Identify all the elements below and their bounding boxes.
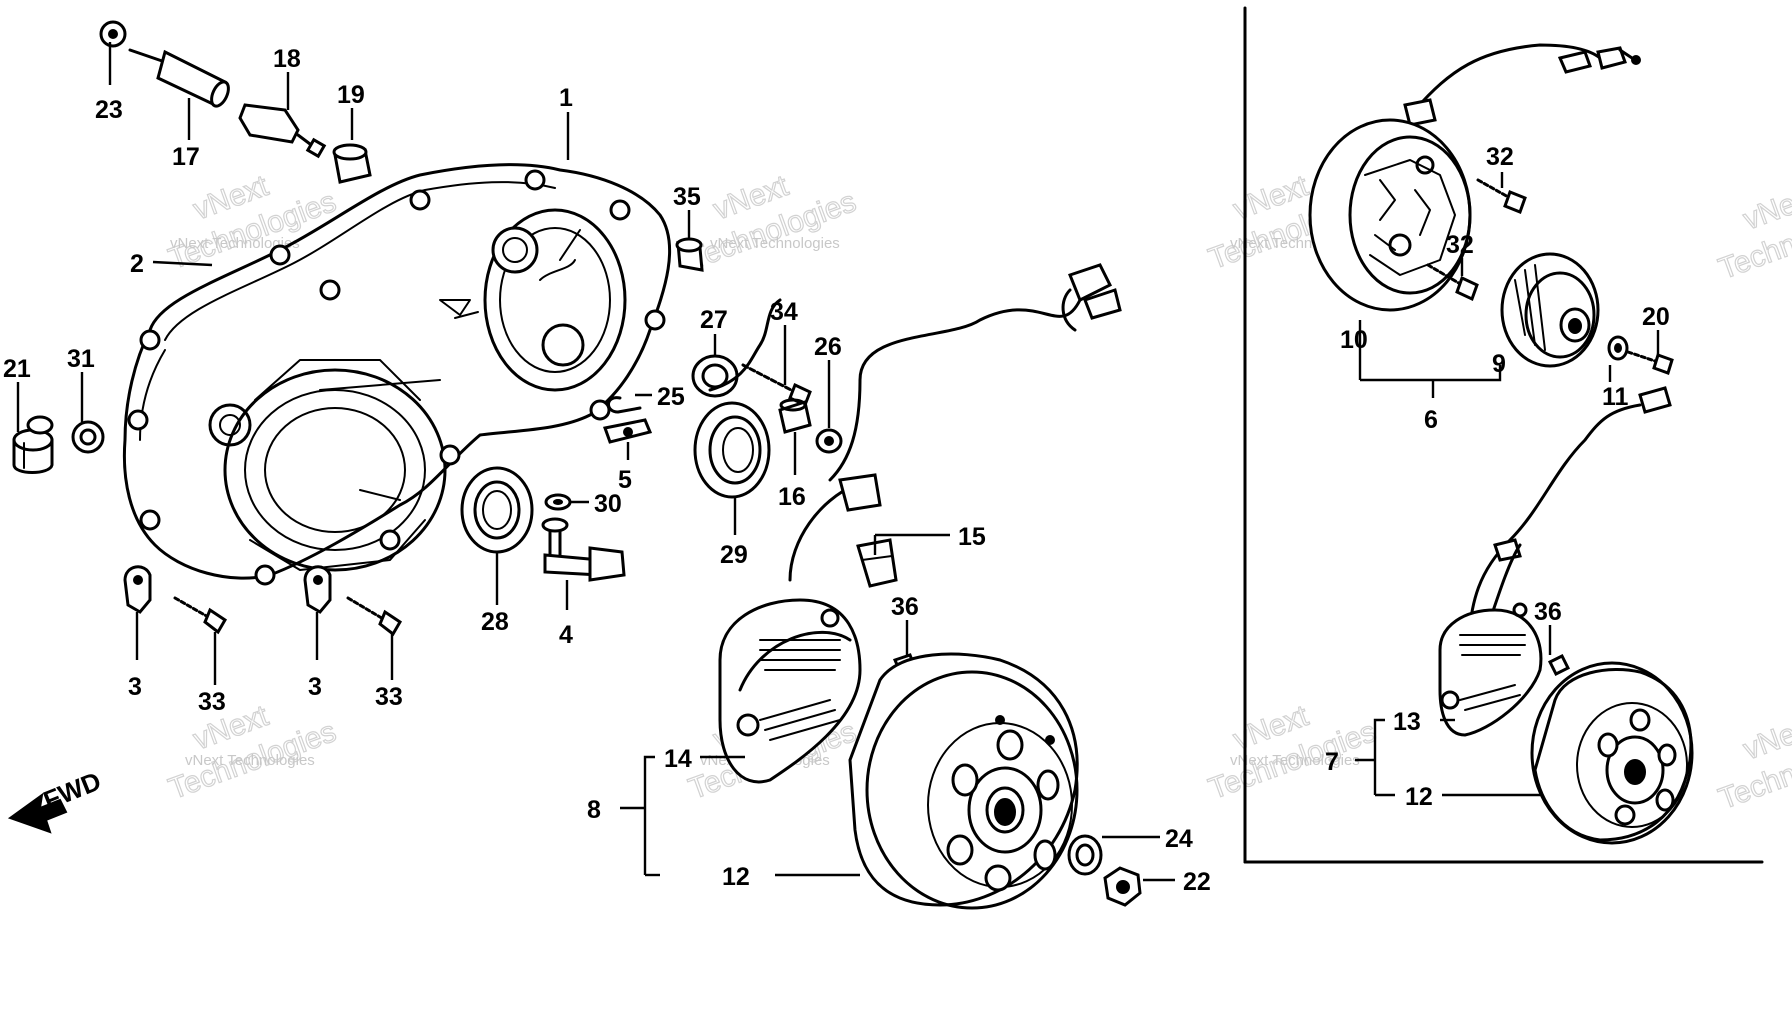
callout-25: 25 bbox=[657, 383, 685, 411]
fwd-label: FWD bbox=[39, 766, 105, 816]
callout-32: 32 bbox=[1446, 231, 1474, 259]
callout-8: 8 bbox=[587, 796, 601, 824]
stator-10-inset bbox=[1308, 43, 1641, 312]
nut-26 bbox=[815, 428, 843, 454]
collar-16 bbox=[778, 398, 812, 434]
callout-26: 26 bbox=[814, 333, 842, 361]
washer-30 bbox=[544, 493, 572, 511]
bolt-34 bbox=[741, 363, 812, 408]
flywheel-12-main bbox=[848, 652, 1079, 910]
watermark-text: vNext Technologies bbox=[170, 235, 300, 252]
callout-12: 12 bbox=[1405, 783, 1433, 811]
callout-23: 23 bbox=[95, 96, 123, 124]
watermark-text: vNext Technologies bbox=[1230, 752, 1360, 769]
sensor-4 bbox=[541, 517, 626, 582]
callout-28: 28 bbox=[481, 608, 509, 636]
bolt-33-right bbox=[346, 596, 403, 637]
callout-1: 1 bbox=[559, 84, 573, 112]
rotor-9-inset bbox=[1500, 252, 1600, 368]
stator-13-inset bbox=[1438, 386, 1672, 737]
callout-34: 34 bbox=[770, 298, 798, 326]
callout-32: 32 bbox=[1486, 143, 1514, 171]
callout-30: 30 bbox=[594, 490, 622, 518]
callout-15: 15 bbox=[958, 523, 986, 551]
watermark-text: vNext Technologies bbox=[185, 752, 315, 769]
callout-14: 14 bbox=[664, 745, 692, 773]
bolt-32-lower bbox=[1426, 263, 1479, 302]
callout-16: 16 bbox=[778, 483, 806, 511]
callout-6: 6 bbox=[1424, 406, 1438, 434]
dowel-35 bbox=[675, 237, 704, 272]
switch-18 bbox=[238, 103, 327, 159]
watermark-vnext: vNext bbox=[1739, 709, 1792, 766]
callout-22: 22 bbox=[1183, 868, 1211, 896]
callout-36: 36 bbox=[891, 593, 919, 621]
plug-21 bbox=[12, 415, 54, 474]
callout-12: 12 bbox=[722, 863, 750, 891]
stator-14 bbox=[708, 263, 1122, 784]
crankcase-cover bbox=[122, 163, 672, 586]
bolt-20-inset bbox=[1626, 350, 1674, 375]
inset-divider bbox=[1243, 6, 1764, 864]
washer-31 bbox=[71, 420, 105, 454]
bracket-3-right bbox=[303, 565, 332, 614]
seal-29 bbox=[693, 401, 771, 499]
watermark-text: vNext Technologies bbox=[710, 235, 840, 252]
callout-33: 33 bbox=[375, 683, 403, 711]
bolt-32-upper bbox=[1476, 178, 1527, 214]
leader-lines bbox=[16, 42, 1660, 882]
clip-5 bbox=[603, 418, 653, 444]
washer-11-inset bbox=[1607, 335, 1629, 361]
washer-24 bbox=[1067, 834, 1103, 876]
callout-10: 10 bbox=[1340, 326, 1368, 354]
callout-29: 29 bbox=[720, 541, 748, 569]
callout-20: 20 bbox=[1642, 303, 1670, 331]
fwd-indicator: FWD bbox=[7, 766, 105, 834]
callout-18: 18 bbox=[273, 45, 301, 73]
callout-labels: 1 2 3 3 4 5 6 7 8 9 10 11 12 12 13 14 15… bbox=[3, 45, 1670, 896]
callout-3: 3 bbox=[128, 673, 142, 701]
pin-17 bbox=[128, 48, 230, 108]
callout-11: 11 bbox=[1602, 383, 1629, 411]
callout-2: 2 bbox=[130, 250, 144, 278]
bolt-33-left bbox=[173, 596, 228, 635]
bushing-19 bbox=[332, 143, 372, 184]
callout-31: 31 bbox=[67, 345, 95, 373]
callout-21: 21 bbox=[3, 355, 31, 383]
washer-23 bbox=[99, 20, 127, 48]
clamp-25 bbox=[607, 396, 642, 414]
callout-3: 3 bbox=[308, 673, 322, 701]
callout-5: 5 bbox=[618, 466, 632, 494]
callout-35: 35 bbox=[673, 183, 701, 211]
callout-24: 24 bbox=[1165, 825, 1193, 853]
callout-13: 13 bbox=[1393, 708, 1421, 736]
callout-17: 17 bbox=[172, 143, 200, 171]
callout-19: 19 bbox=[337, 81, 365, 109]
callout-36: 36 bbox=[1534, 598, 1562, 626]
flywheel-12-inset bbox=[1530, 661, 1694, 845]
nut-22 bbox=[1103, 866, 1142, 907]
bracket-3-left bbox=[123, 565, 152, 614]
callout-27: 27 bbox=[700, 306, 728, 334]
callout-9: 9 bbox=[1492, 350, 1506, 378]
callout-4: 4 bbox=[559, 621, 573, 649]
watermark-vnext: vNext bbox=[1739, 179, 1792, 236]
seal-28 bbox=[460, 466, 534, 554]
bolt-36-inset bbox=[1547, 653, 1571, 677]
callout-33: 33 bbox=[198, 688, 226, 716]
callout-7: 7 bbox=[1325, 748, 1339, 776]
